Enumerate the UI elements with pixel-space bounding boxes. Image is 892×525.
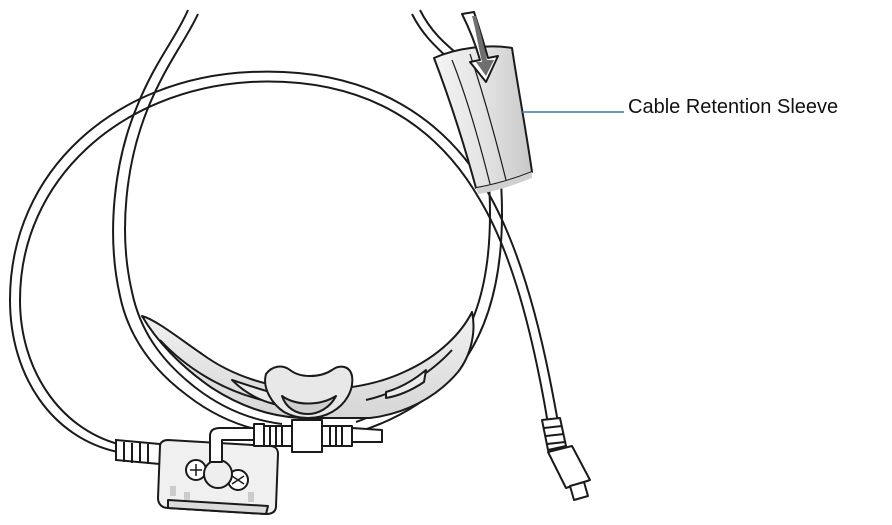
cable-retention-sleeve — [433, 45, 533, 194]
center-saddle — [264, 365, 354, 419]
control-module — [157, 439, 279, 515]
hinge-arm — [209, 419, 383, 463]
main-cable — [8, 70, 559, 453]
cable-retention-sleeve-label: Cable Retention Sleeve — [628, 96, 839, 118]
cable-strain-relief — [115, 438, 161, 466]
cradle-band — [141, 311, 475, 419]
slide-direction-arrow — [461, 11, 499, 83]
usb-connector — [541, 417, 591, 501]
